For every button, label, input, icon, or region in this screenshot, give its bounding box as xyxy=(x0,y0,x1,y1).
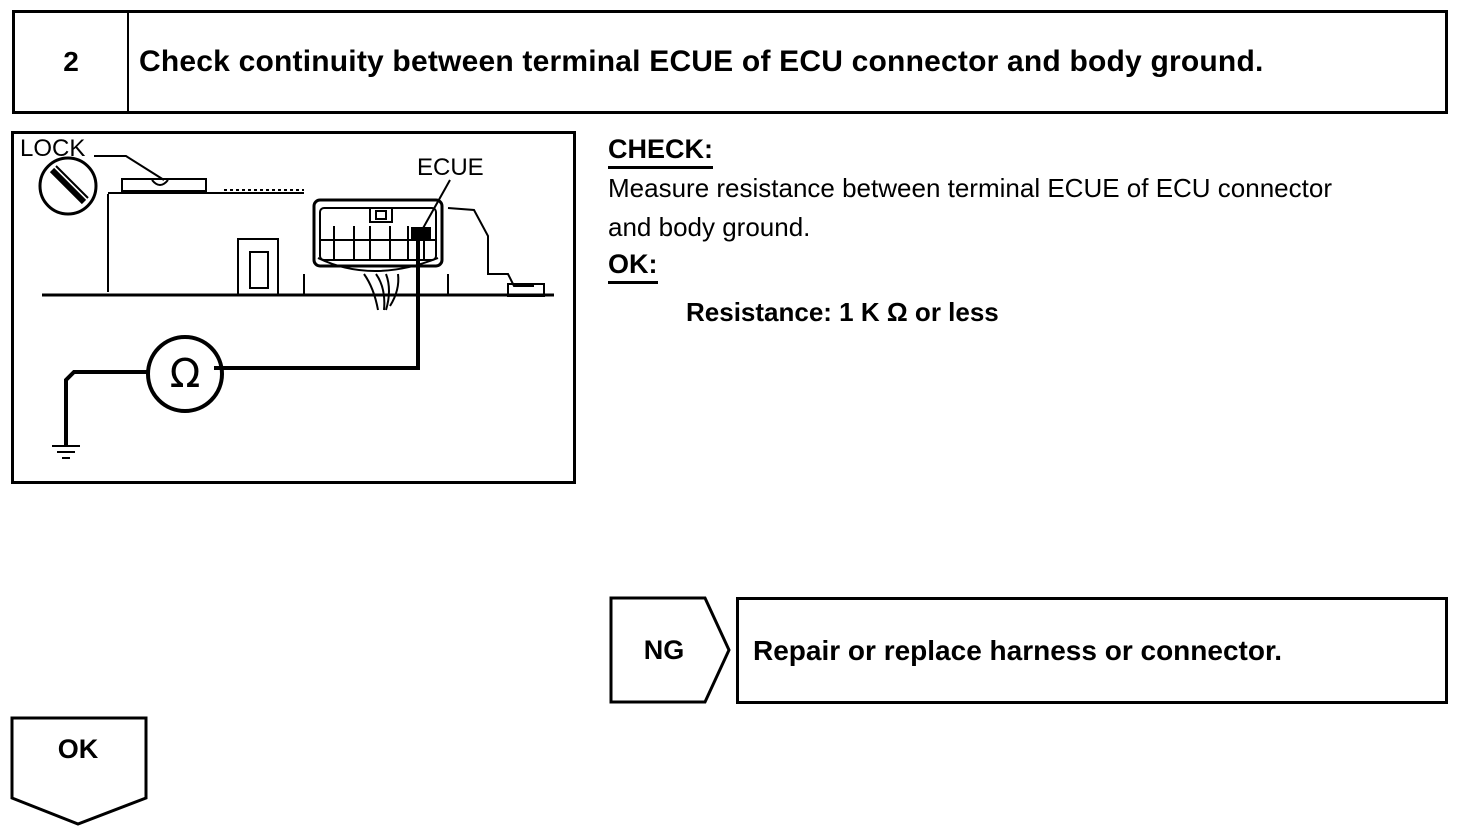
ok-arrow-shape xyxy=(10,716,148,826)
step-header: 2 Check continuity between terminal ECUE… xyxy=(12,10,1448,114)
lock-leader-line xyxy=(94,155,165,181)
ng-label: NG xyxy=(643,634,685,665)
ng-action-box: Repair or replace harness or connector. xyxy=(736,597,1448,704)
ecue-label: ECUE xyxy=(417,154,484,181)
ok-label: OK xyxy=(57,734,99,764)
ohm-symbol: Ω xyxy=(169,351,201,397)
ok-tag: OK xyxy=(10,716,148,826)
step-number: 2 xyxy=(15,13,129,111)
connector-illustration xyxy=(38,155,554,459)
probe-lead xyxy=(214,234,420,370)
ecu-housing xyxy=(42,178,554,297)
check-instruction-line-2: and body ground. xyxy=(608,212,811,242)
ground-lead xyxy=(64,370,148,446)
ground-icon xyxy=(52,445,80,459)
connector-figure: LOCK ECUE Ω xyxy=(11,131,576,484)
ng-arrow-shape xyxy=(609,596,731,704)
check-instruction-line-1: Measure resistance between terminal ECUE… xyxy=(608,173,1332,203)
ecue-leader-line xyxy=(421,179,451,231)
check-section: CHECK: Measure resistance between termin… xyxy=(608,132,1458,332)
step-title: Check continuity between terminal ECUE o… xyxy=(139,45,1264,78)
resistance-spec: Resistance: 1 K Ω or less xyxy=(686,297,999,327)
ng-tag: NG xyxy=(609,596,731,704)
ok-heading: OK: xyxy=(608,247,658,284)
check-heading: CHECK: xyxy=(608,132,713,169)
lock-label: LOCK xyxy=(20,135,86,162)
lock-icon xyxy=(38,156,98,216)
